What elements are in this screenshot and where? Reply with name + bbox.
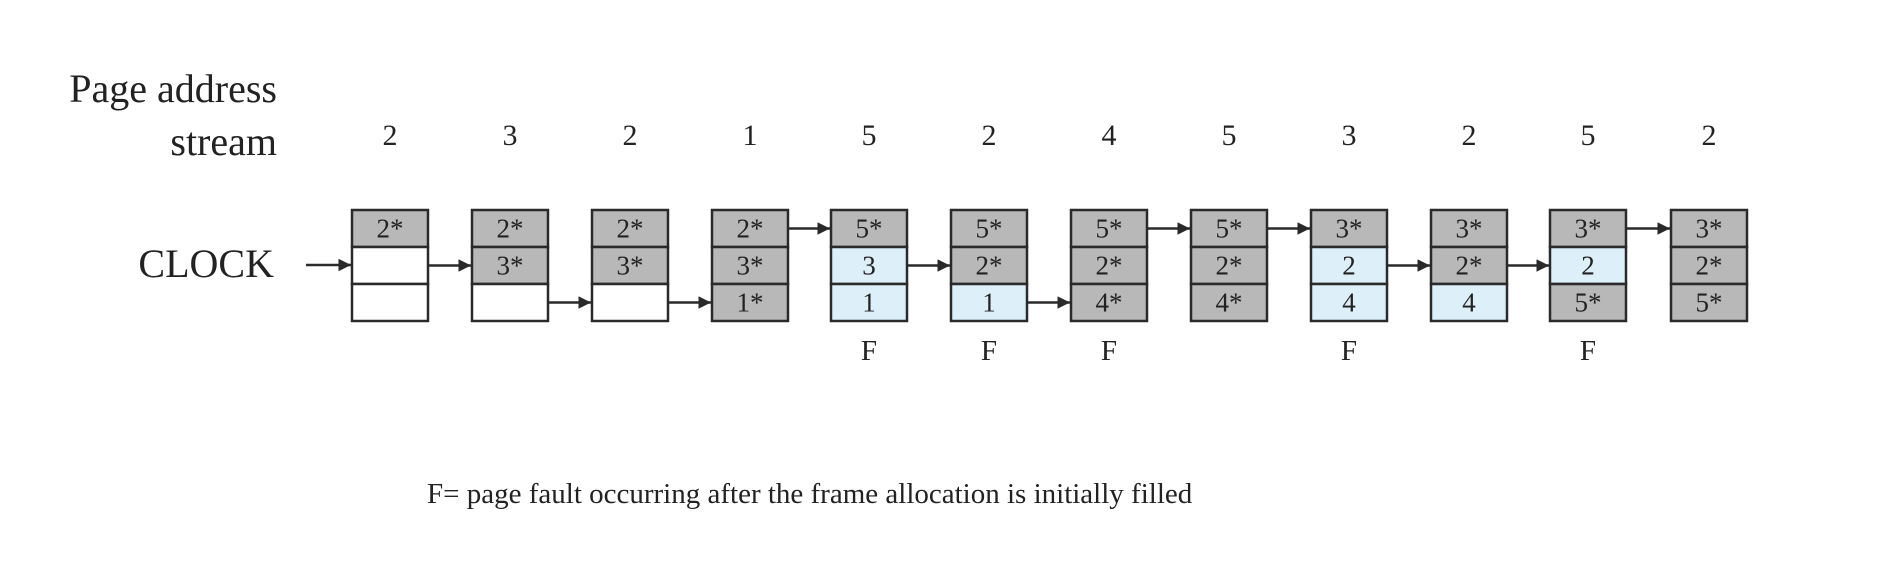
stream-page-number: 5: [862, 119, 877, 152]
frame-column: 3* 2 4: [1309, 208, 1430, 323]
frame-cell-text: 3*: [1336, 214, 1363, 244]
frame-column: 5* 2* 1: [949, 208, 1070, 323]
frame-cell: [1429, 208, 1509, 249]
frame-column: 3* 2* 4: [1429, 208, 1549, 323]
frame-cell-text: 3*: [1575, 214, 1602, 244]
stream-page-number: 3: [503, 119, 518, 152]
frame-columns: 2*2*3*2*3*2*3*1*5*315*2*15*2*4*5*2*4*3*2…: [350, 208, 1749, 323]
stream-page-number: 1: [743, 119, 758, 152]
frame-cell: [949, 282, 1029, 323]
frame-cell: [590, 282, 670, 323]
frame-cell: [710, 282, 790, 323]
frame-cell: [350, 245, 430, 286]
frame-cell-text: 2*: [737, 214, 764, 244]
frame-column: 3* 2 5*: [1548, 208, 1670, 323]
frame-column: 2*3*: [470, 208, 591, 323]
frame-cell: [470, 245, 550, 286]
frame-cell: [1069, 245, 1149, 286]
frame-cell-text: 1: [862, 288, 876, 318]
frame-cell-text: 5*: [1096, 214, 1123, 244]
frame-column: 2*: [350, 208, 471, 323]
frame-cell-text: 2*: [1096, 251, 1123, 281]
frame-column: 2*3*: [590, 208, 711, 323]
stream-page-number: 2: [982, 119, 997, 152]
stream-page-number: 3: [1342, 119, 1357, 152]
frame-cell: [1309, 208, 1389, 249]
frame-cell: [829, 208, 909, 249]
stream-page-number: 2: [383, 119, 398, 152]
frame-cell: [1429, 245, 1509, 286]
frame-column: 5* 2* 4*: [1069, 208, 1190, 323]
frame-cell: [1309, 282, 1389, 323]
frame-column: 3* 2* 5*: [1669, 208, 1749, 323]
stream-page-number: 5: [1222, 119, 1237, 152]
frame-cell-text: 4*: [1096, 288, 1123, 318]
frame-cell-text: 3: [862, 251, 876, 281]
stream-page-number: 5: [1581, 119, 1596, 152]
frame-cell: [829, 282, 909, 323]
frame-cell: [1548, 245, 1628, 286]
frame-cell: [1189, 208, 1269, 249]
frame-cell-text: 1*: [737, 288, 764, 318]
frame-cell-text: 3*: [737, 251, 764, 281]
frame-cell-text: 2: [1342, 251, 1356, 281]
frame-cell-text: 2*: [1696, 251, 1723, 281]
page-address-label: Page address: [69, 66, 277, 111]
frame-cell-text: 2*: [1216, 251, 1243, 281]
page-fault-marker: F: [1101, 335, 1117, 367]
frame-column: 5* 3 1: [829, 208, 950, 323]
frame-cell-text: 3*: [617, 251, 644, 281]
frame-cell: [949, 245, 1029, 286]
frame-cell-text: 1: [982, 288, 996, 318]
frame-cell: [1548, 208, 1628, 249]
frame-cell: [1669, 282, 1749, 323]
page-fault-marker: F: [981, 335, 997, 367]
frame-cell-text: 3*: [1456, 214, 1483, 244]
page-fault-marker: F: [861, 335, 877, 367]
frame-cell-text: 4: [1462, 288, 1476, 318]
frame-cell-text: 4*: [1216, 288, 1243, 318]
stream-page-number: 2: [1462, 119, 1477, 152]
frame-cell-text: 5*: [1216, 214, 1243, 244]
fault-legend-caption: F= page fault occurring after the frame …: [427, 478, 1193, 510]
frame-cell-text: 3*: [497, 251, 524, 281]
page-fault-marker: F: [1580, 335, 1596, 367]
frame-column: 5* 2* 4*: [1189, 208, 1310, 323]
frame-column: 2* 3* 1*: [710, 208, 830, 323]
stream-page-number: 2: [1702, 119, 1717, 152]
frame-cell: [1069, 282, 1149, 323]
frame-cell-text: 5*: [856, 214, 883, 244]
frame-cell-text: 5*: [1696, 288, 1723, 318]
frame-cell: [470, 208, 550, 249]
frame-cell: [1548, 282, 1628, 323]
page-fault-marker: F: [1341, 335, 1357, 367]
clock-label: CLOCK: [138, 241, 274, 286]
frame-cell: [710, 208, 790, 249]
frame-cell-text: 2*: [497, 214, 524, 244]
frame-cell-text: 4: [1342, 288, 1356, 318]
frame-cell: [1429, 282, 1509, 323]
frame-cell-text: 5*: [1575, 288, 1602, 318]
frame-cell-text: 2*: [617, 214, 644, 244]
frame-cell-text: 3*: [1696, 214, 1723, 244]
stream-page-number: 2: [623, 119, 638, 152]
page-address-stream: 2 3 2 1 5 2 4 5 3 2 5 2: [383, 119, 1717, 152]
stream-label: stream: [170, 119, 277, 164]
frame-cell: [710, 245, 790, 286]
frame-cell-text: 2*: [1456, 251, 1483, 281]
frame-cell: [470, 282, 550, 323]
frame-cell-text: 2*: [377, 214, 404, 244]
stream-page-number: 4: [1102, 119, 1117, 152]
frame-cell: [1189, 282, 1269, 323]
frame-cell: [1189, 245, 1269, 286]
frame-cell-text: 2*: [976, 251, 1003, 281]
frame-cell-text: 5*: [976, 214, 1003, 244]
frame-cell-text: 2: [1581, 251, 1595, 281]
frame-cell: [350, 282, 430, 323]
frame-cell: [949, 208, 1029, 249]
